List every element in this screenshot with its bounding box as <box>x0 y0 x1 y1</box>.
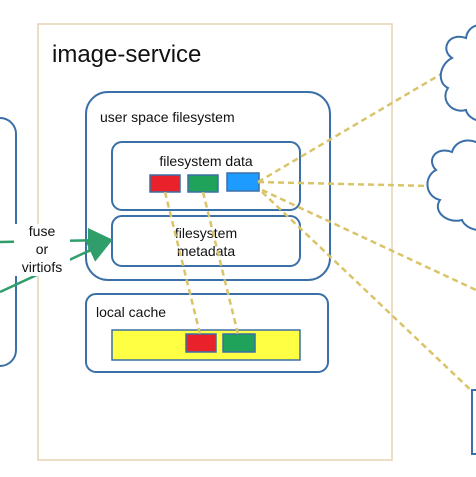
data-block-red <box>149 174 181 193</box>
data-block-blue <box>226 172 260 192</box>
connector-label-or: or <box>36 241 49 257</box>
cloud-icon <box>426 139 476 231</box>
cache-block-red <box>185 333 217 353</box>
connector-label-bg <box>14 224 70 276</box>
connector-label-virtiofs: virtiofs <box>22 259 62 275</box>
cache-block-green <box>222 333 256 353</box>
connector-label-fuse: fuse <box>29 223 56 239</box>
cloud-icon <box>439 24 476 122</box>
storage-box-icon <box>471 389 476 455</box>
user-space-filesystem-label: user space filesystem <box>100 109 235 125</box>
local-cache-label: local cache <box>96 304 166 320</box>
filesystem-metadata-label-line2: metadata <box>177 243 236 259</box>
filesystem-metadata-label-line1: filesystem <box>175 225 237 241</box>
remote-links <box>257 68 476 396</box>
image-service-title: image-service <box>52 41 201 68</box>
filesystem-data-label: filesystem data <box>159 153 253 169</box>
cache-links <box>163 191 240 335</box>
data-block-green <box>187 174 219 193</box>
